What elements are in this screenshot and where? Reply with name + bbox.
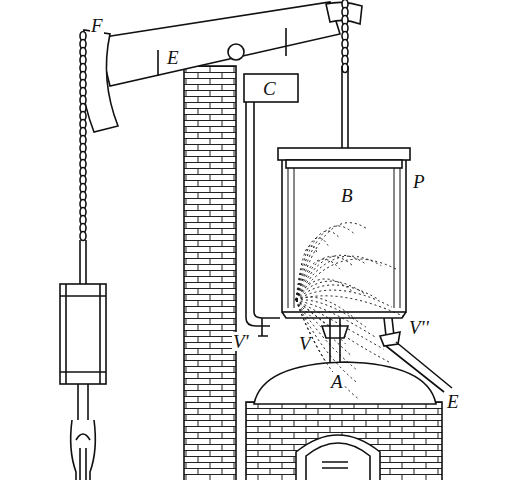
cylinder	[282, 158, 406, 312]
arch-head	[81, 30, 118, 132]
brick-column	[184, 66, 236, 480]
grate	[322, 462, 348, 468]
part-letter: P	[412, 172, 426, 191]
spray-stroke	[296, 255, 367, 300]
part-letter: V''	[408, 318, 430, 337]
pump-rod	[78, 384, 88, 420]
part-letter: V'	[232, 332, 250, 351]
piston	[286, 160, 402, 168]
spray-stroke	[296, 300, 366, 327]
spray-stroke	[296, 259, 396, 300]
part-letter: C	[262, 79, 277, 98]
furnace-arch	[296, 435, 380, 480]
spray-stroke	[296, 256, 381, 300]
water-spray	[296, 223, 404, 399]
steam-valve	[322, 318, 348, 362]
spray-stroke	[296, 285, 379, 300]
boiler-brickwork	[246, 402, 442, 480]
eduction-pipe	[386, 342, 452, 392]
spray-stroke	[296, 226, 353, 300]
furnace-door	[306, 443, 370, 480]
chain	[342, 0, 348, 73]
chain	[80, 32, 86, 241]
beam	[98, 2, 340, 86]
part-letter: E	[446, 392, 460, 411]
spray-stroke	[296, 279, 353, 300]
spray-stroke	[296, 297, 355, 319]
injection-pipe	[246, 102, 280, 326]
pump-rod	[80, 448, 86, 480]
chain-link	[80, 232, 86, 241]
spray-stroke	[296, 300, 358, 398]
valve-v2	[380, 332, 400, 346]
part-letter: B	[340, 186, 354, 205]
pump-bands	[60, 284, 106, 384]
spray-stroke	[296, 300, 326, 362]
spray-stroke	[296, 300, 390, 363]
spray-stroke	[296, 300, 356, 369]
part-letter: A	[330, 372, 344, 391]
valve-v1	[258, 318, 268, 336]
pump-barrel	[60, 284, 106, 384]
part-letter: F	[90, 16, 104, 35]
piston-rod	[342, 66, 348, 150]
pump-fork	[71, 420, 96, 480]
cistern	[244, 74, 298, 102]
beam-pivot	[228, 44, 244, 60]
cylinder-wall	[288, 160, 400, 308]
part-letter: V	[298, 334, 312, 353]
part-letter: E	[166, 48, 180, 67]
beam-mark	[158, 28, 286, 76]
cylinder-flange	[278, 148, 410, 160]
spray-stroke	[296, 223, 368, 300]
spray-stroke	[296, 300, 358, 383]
pump-rod	[80, 240, 86, 284]
chain-link	[342, 64, 348, 73]
boiler-dome	[254, 362, 436, 404]
